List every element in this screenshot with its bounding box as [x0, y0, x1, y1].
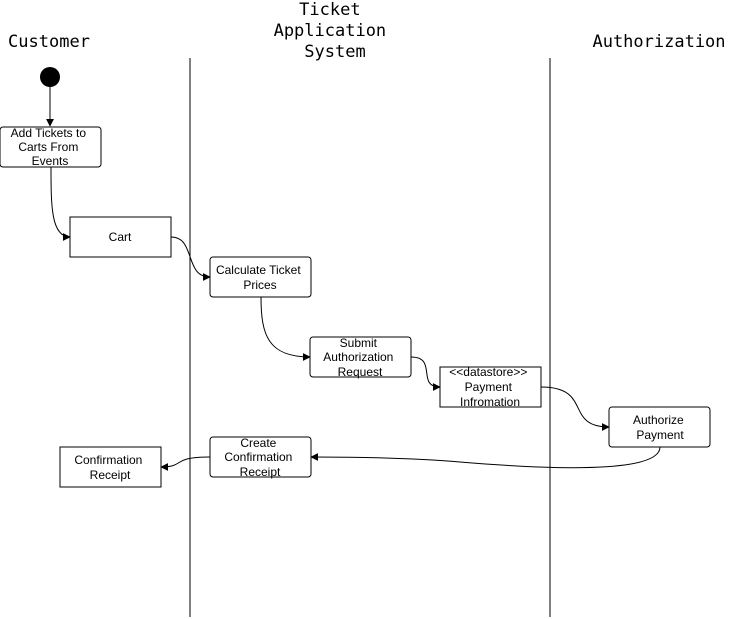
- node-submit-authorization-request[interactable]: Submit Authorization Request: [309, 336, 412, 379]
- node-label-line: Authorize: [633, 413, 684, 427]
- node-label-line: Payment: [636, 428, 684, 442]
- node-label-line: Payment: [465, 380, 513, 394]
- node-label: Create Confirmation Receipt: [224, 436, 295, 479]
- node-label: Confirmation Receipt: [74, 453, 145, 482]
- node-authorize-payment[interactable]: Authorize Payment: [608, 406, 711, 448]
- node-label-line: Carts From: [18, 140, 78, 154]
- node-label-line: <<datastore>>: [449, 365, 527, 379]
- lane-title-line: System: [304, 42, 365, 62]
- flow-cart-to-calculate: [170, 236, 211, 281]
- node-label-line: Cart: [109, 230, 132, 244]
- flow-calculate-to-submit: [260, 296, 311, 361]
- flow-payment-info-to-authorize: [540, 386, 610, 431]
- node-label-line: Receipt: [240, 465, 281, 479]
- node-label: <<datastore>> Payment Infromation: [449, 365, 530, 409]
- node-label-line: Prices: [243, 278, 276, 292]
- node-label-line: Submit: [340, 336, 378, 350]
- node-label-line: Receipt: [90, 468, 131, 482]
- lane-title-line: Application: [274, 21, 387, 41]
- node-label-line: Create: [240, 436, 276, 450]
- lane-title-line: Ticket: [299, 0, 360, 20]
- node-label-line: Request: [338, 365, 383, 379]
- node-add-tickets[interactable]: Add Tickets to Carts From Events: [0, 126, 102, 168]
- flow-submit-to-payment-info: [410, 356, 441, 391]
- node-label-line: Infromation: [460, 395, 520, 409]
- node-label-line: Confirmation: [224, 450, 292, 464]
- lane-title-customer: Customer: [8, 32, 90, 52]
- node-label: Calculate Ticket Prices: [216, 263, 304, 292]
- node-label: Submit Authorization Request: [323, 336, 396, 379]
- node-label-line: Events: [32, 154, 69, 168]
- node-label: Add Tickets to Carts From Events: [11, 126, 90, 168]
- node-confirmation-receipt[interactable]: Confirmation Receipt: [59, 446, 162, 488]
- flow-create-receipt-to-confirmation: [160, 456, 211, 471]
- node-label-line: Calculate Ticket: [216, 263, 301, 277]
- lane-title-ticket-application-system: Ticket Application System: [274, 0, 397, 62]
- node-calculate-ticket-prices[interactable]: Calculate Ticket Prices: [209, 256, 312, 298]
- node-label-line: Confirmation: [74, 453, 142, 467]
- node-label-line: Authorization: [323, 350, 393, 364]
- node-cart[interactable]: Cart: [69, 216, 172, 258]
- flow-authorize-to-create-receipt: [310, 446, 661, 469]
- initial-node: [40, 67, 60, 87]
- node-label: Authorize Payment: [633, 413, 687, 442]
- node-label-line: Add Tickets to: [11, 126, 87, 140]
- node-payment-information-datastore[interactable]: <<datastore>> Payment Infromation: [439, 365, 542, 409]
- node-label: Cart: [109, 230, 132, 244]
- node-create-confirmation-receipt[interactable]: Create Confirmation Receipt: [209, 436, 312, 479]
- lane-title-authorization: Authorization: [592, 32, 725, 52]
- flow-add-tickets-to-cart: [50, 166, 71, 241]
